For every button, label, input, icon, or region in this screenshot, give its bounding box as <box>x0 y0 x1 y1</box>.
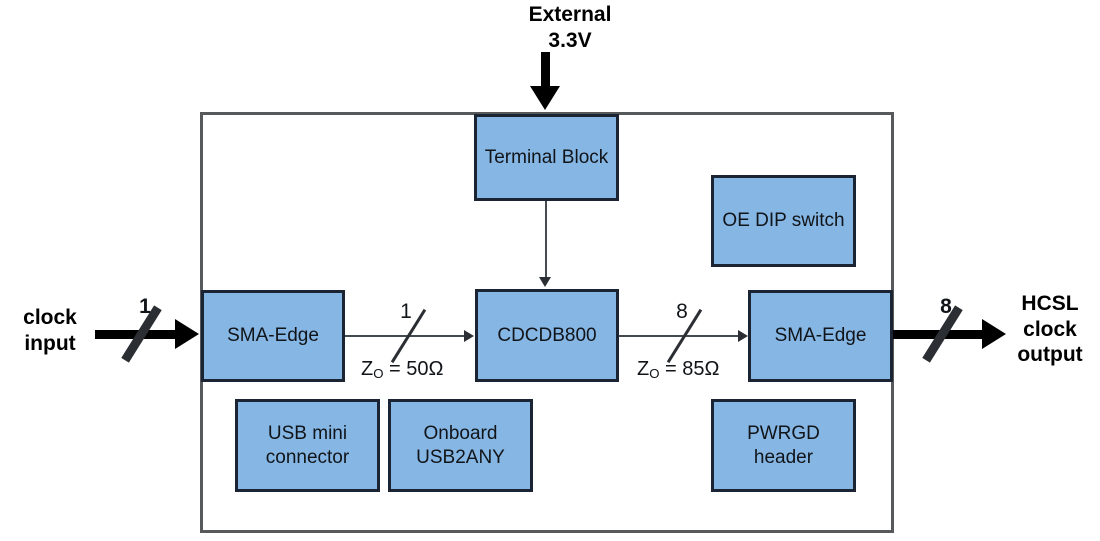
output-impedance-label: ZO = 85Ω <box>637 358 719 381</box>
sma-edge-to-cdcdb800-bus-count: 1 <box>400 300 412 323</box>
block-cdcdb800[interactable]: CDCDB800 <box>475 289 619 382</box>
input-impedance-subscript: O <box>373 365 384 381</box>
hcsl-output-arrow-head <box>982 319 1006 349</box>
block-onboard-usb2any[interactable]: Onboard USB2ANY <box>388 399 533 492</box>
block-terminal-block[interactable]: Terminal Block <box>474 114 619 201</box>
cdcdb800-to-sma-edge-line <box>619 335 741 337</box>
output-impedance-prefix: Z <box>637 358 650 380</box>
output-impedance-value: = 85Ω <box>659 358 720 380</box>
terminal-block-to-cdcdb800-arrow-head <box>539 277 551 287</box>
block-sma-edge-input[interactable]: SMA-Edge <box>201 290 345 382</box>
input-impedance-label: ZO = 50Ω <box>361 358 443 381</box>
block-sma-edge-output[interactable]: SMA-Edge <box>748 290 893 382</box>
input-impedance-value: = 50Ω <box>383 358 444 380</box>
cdcdb800-to-sma-edge-arrow-head <box>738 330 748 342</box>
hcsl-output-bus-count: 8 <box>940 295 952 318</box>
hcsl-clock-output-label: HCSL clock output <box>1017 292 1083 367</box>
clock-input-label: clock input <box>23 306 77 355</box>
external-supply-label: External 3.3V <box>528 3 612 52</box>
external-supply-arrow-shaft <box>541 52 550 90</box>
sma-edge-to-cdcdb800-arrow-head <box>464 330 474 342</box>
external-supply-arrow-head <box>530 86 560 110</box>
input-impedance-prefix: Z <box>361 358 374 380</box>
block-oe-dip-switch[interactable]: OE DIP switch <box>711 175 856 267</box>
clock-input-arrow-head <box>175 319 199 349</box>
output-impedance-subscript: O <box>649 365 660 381</box>
clock-input-bus-count: 1 <box>139 295 151 318</box>
block-pwrgd-header[interactable]: PWRGD header <box>711 399 856 492</box>
cdcdb800-to-sma-edge-bus-count: 8 <box>676 300 688 323</box>
terminal-block-to-cdcdb800-line <box>545 201 547 279</box>
block-usb-mini-connector[interactable]: USB mini connector <box>235 399 380 492</box>
